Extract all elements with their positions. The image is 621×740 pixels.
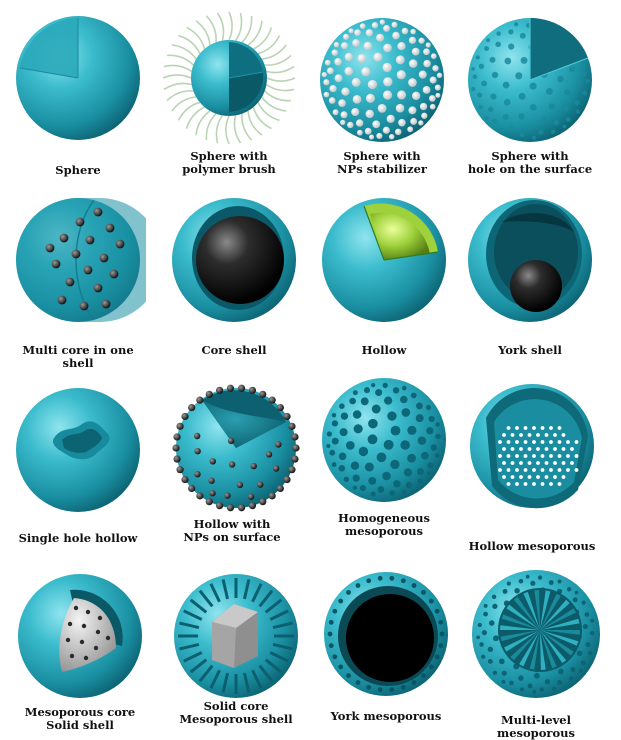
cell-sphere-polymer-brush: Sphere with polymer brush <box>157 12 301 177</box>
cell-sphere-hole-surface: Sphere with hole on the surface <box>458 12 602 177</box>
hollow-sphere-icon <box>316 192 452 328</box>
polymer-brush-sphere-icon <box>159 8 299 148</box>
single-hole-hollow-sphere-icon <box>10 382 146 518</box>
sphere-icon <box>12 12 144 144</box>
york-mesoporous-sphere-icon <box>318 566 454 702</box>
label-hollow-mesoporous: Hollow mesoporous <box>460 540 604 553</box>
nps-stabilizer-sphere-icon <box>314 12 450 148</box>
label-hollow: Hollow <box>312 344 456 357</box>
label-solid-core-mesoporous-shell: Solid core Mesoporous shell <box>164 700 308 726</box>
cell-mesoporous-core-solid-shell: Mesoporous core Solid shell <box>8 568 152 733</box>
cell-york-shell: York shell <box>458 192 602 357</box>
multi-level-mesoporous-sphere-icon <box>466 564 606 704</box>
label-single-hole-hollow: Single hole hollow <box>6 532 150 545</box>
cell-single-hole-hollow: Single hole hollow <box>6 382 150 547</box>
solid-core-mesoporous-shell-sphere-icon <box>168 568 304 704</box>
cell-york-mesoporous: York mesoporous <box>314 568 458 733</box>
york-shell-sphere-icon <box>462 192 598 328</box>
homogeneous-mesoporous-sphere-icon <box>316 372 452 508</box>
cell-hollow: Hollow <box>312 192 456 357</box>
cell-homogeneous-mesoporous: Homogeneous mesoporous <box>312 382 456 547</box>
cell-solid-core-mesoporous-shell: Solid core Mesoporous shell <box>164 568 308 733</box>
label-sphere-nps-stabilizer: Sphere with NPs stabilizer <box>310 150 454 176</box>
label-mesoporous-core-solid-shell: Mesoporous core Solid shell <box>8 706 152 732</box>
hole-surface-sphere-icon <box>462 12 598 148</box>
label-multi-core: Multi core in one shell <box>6 344 150 370</box>
mesoporous-core-solid-shell-sphere-icon <box>12 568 148 704</box>
label-homogeneous-mesoporous: Homogeneous mesoporous <box>312 512 456 538</box>
label-multi-level-mesoporous: Multi-level mesoporous <box>464 714 608 740</box>
label-york-shell: York shell <box>458 344 602 357</box>
cell-multi-level-mesoporous: Multi-level mesoporous <box>464 568 608 733</box>
core-shell-sphere-icon <box>166 192 302 328</box>
cell-hollow-nps-surface: Hollow with NPs on surface <box>160 382 304 547</box>
cell-sphere: Sphere <box>6 12 150 177</box>
hollow-mesoporous-sphere-icon <box>464 378 600 514</box>
cell-multi-core: Multi core in one shell <box>6 192 150 357</box>
label-sphere-hole-surface: Sphere with hole on the surface <box>458 150 602 176</box>
cell-hollow-mesoporous: Hollow mesoporous <box>460 382 604 547</box>
label-york-mesoporous: York mesoporous <box>314 710 458 723</box>
cell-core-shell: Core shell <box>162 192 306 357</box>
label-core-shell: Core shell <box>162 344 306 357</box>
label-hollow-nps-surface: Hollow with NPs on surface <box>160 518 304 544</box>
label-sphere-polymer-brush: Sphere with polymer brush <box>157 150 301 176</box>
hollow-nps-surface-sphere-icon <box>168 380 304 516</box>
multi-core-sphere-icon <box>10 192 146 328</box>
cell-sphere-nps-stabilizer: Sphere with NPs stabilizer <box>310 12 454 177</box>
label-sphere: Sphere <box>6 164 150 177</box>
